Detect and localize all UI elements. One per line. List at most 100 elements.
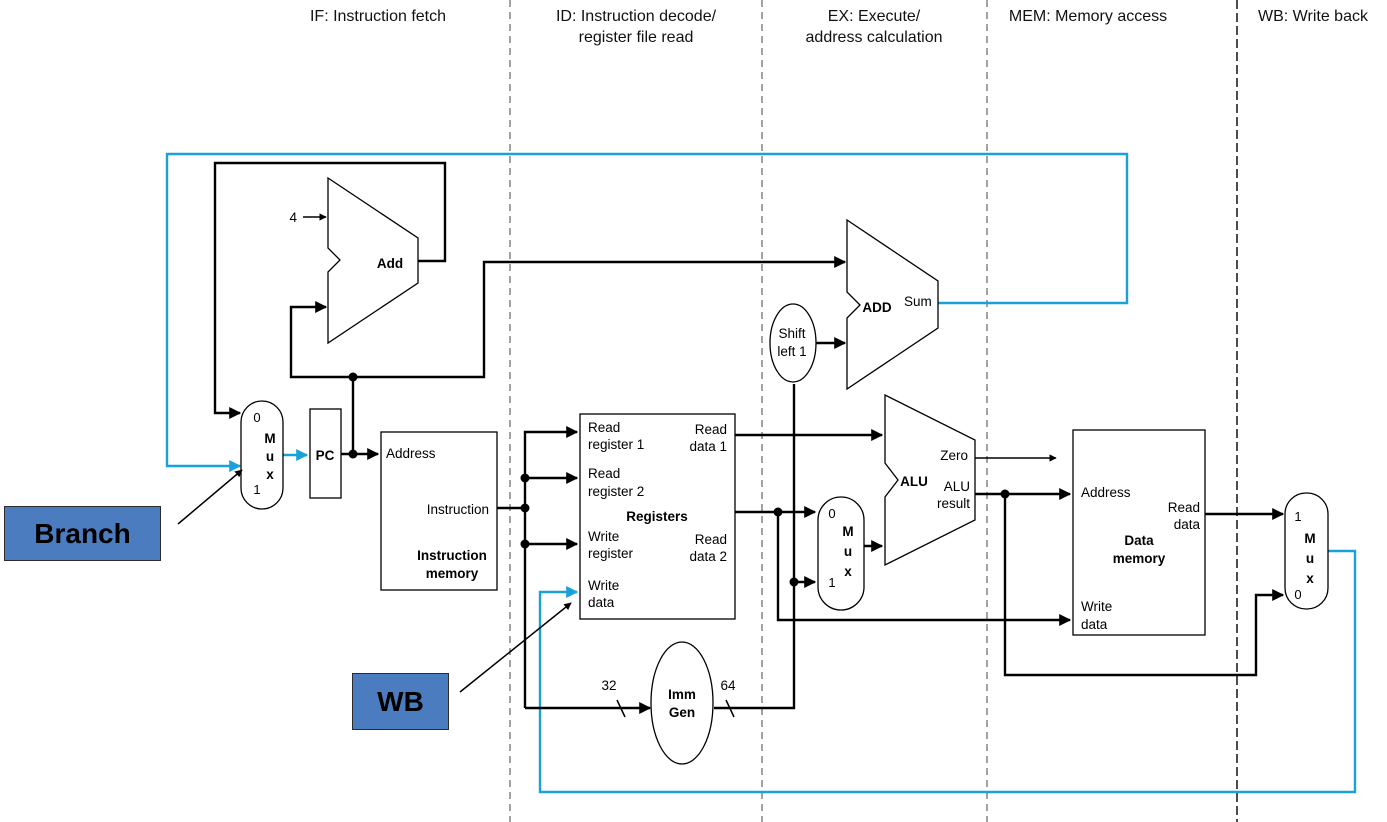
immgen-label-2: Gen: [669, 705, 695, 720]
wb-mux: 1 M u x 0: [1284, 492, 1329, 610]
wb-mux-x: x: [1306, 571, 1314, 586]
read-reg1-label-a: Read: [588, 420, 620, 435]
alu-mux-x: x: [844, 564, 852, 579]
read-data2-label-a: Read: [695, 532, 727, 547]
branch-target-wire: [165, 152, 1129, 472]
dmem-address-label: Address: [1081, 485, 1131, 500]
dmem-title-1: Data: [1124, 533, 1154, 548]
junction-dot: [1000, 489, 1010, 499]
imem-title-1: Instruction: [417, 548, 487, 563]
pc-to-branch-adder-wire: [353, 256, 847, 379]
shift-label-1: Shift: [778, 326, 805, 341]
read-reg2-label-a: Read: [588, 466, 620, 481]
branch-adder: ADD Sum: [846, 218, 939, 391]
read-data1-label-a: Read: [695, 422, 727, 437]
immgen-out-width: 64: [720, 678, 736, 693]
pc-register: PC: [309, 408, 342, 499]
annotation-arrows: [177, 469, 572, 693]
shift-left-1: Shift left 1: [769, 303, 817, 383]
imm-gen: Imm Gen 32 64: [601, 641, 736, 765]
alu-mux-in1: 1: [828, 575, 835, 590]
pc-mux-u: u: [266, 449, 274, 464]
junction-dot: [789, 577, 799, 587]
immgen-in-width: 32: [601, 678, 616, 693]
alu-result-to-wbmux-wire: [1003, 494, 1285, 677]
wb-mux-in1: 1: [1294, 509, 1301, 524]
pc-to-adder-wire: [289, 301, 355, 454]
junction-dot: [348, 372, 358, 382]
junction-dot: [520, 539, 530, 549]
write-reg-label-a: Write: [588, 529, 619, 544]
stage-id-label-1: ID: Instruction decode/: [556, 8, 717, 25]
pc-plus4-wire: [213, 161, 447, 419]
dmem-read-label-1: Read: [1168, 500, 1200, 515]
stage-mem-label: MEM: Memory access: [1009, 8, 1167, 25]
immgen-label-1: Imm: [668, 687, 696, 702]
stage-labels: IF: Instruction fetch ID: Instruction de…: [310, 8, 1369, 46]
instr-bus-wire: [523, 426, 579, 708]
read-reg1-label-b: register 1: [588, 437, 644, 452]
alu-mux-m: M: [842, 524, 853, 539]
data-memory: Address Read data Write data Data memory: [1072, 429, 1206, 636]
junction-dot: [773, 507, 783, 517]
read-reg2-label-b: register 2: [588, 484, 644, 499]
branch-pointer-arrow: [177, 469, 243, 525]
wb-mux-m: M: [1304, 531, 1315, 546]
writeback-wire: [538, 549, 1357, 794]
write-reg-label-b: register: [588, 546, 634, 561]
alu-label: ALU: [900, 474, 928, 489]
dmem-write-label-2: data: [1081, 617, 1108, 632]
write-data-mem-wire: [776, 512, 1072, 626]
alu-result-label-2: result: [937, 496, 970, 511]
pc-mux-m: M: [264, 431, 275, 446]
imem-title-2: memory: [426, 566, 479, 581]
stage-id-label-2: register file read: [579, 29, 694, 46]
stage-if-label: IF: Instruction fetch: [310, 8, 446, 25]
alu: ALU Zero ALU result: [884, 393, 976, 567]
branch-annotation-badge: Branch: [4, 506, 161, 561]
branch-adder-sum: Sum: [904, 294, 932, 309]
dmem-write-label-1: Write: [1081, 599, 1112, 614]
wb-mux-in0: 0: [1294, 587, 1301, 602]
read-data2-label-b: data 2: [689, 549, 727, 564]
alu-mux-in0: 0: [828, 506, 835, 521]
bus-slash-64: [725, 699, 735, 718]
pc-mux-in0: 0: [253, 410, 260, 425]
wires: [165, 152, 1357, 794]
dmem-read-label-2: data: [1174, 517, 1201, 532]
pc-mux: 0 M u x 1: [240, 400, 284, 510]
stage-separators: [509, 0, 1238, 822]
junction-dot: [520, 503, 530, 513]
imem-address-label: Address: [386, 446, 436, 461]
immgen-out-wire: [714, 384, 796, 710]
read-data1-label-b: data 1: [689, 439, 727, 454]
branch-adder-label: ADD: [862, 300, 891, 315]
pc-mux-in1: 1: [253, 482, 260, 497]
pc-mux-x: x: [266, 467, 274, 482]
alu-zero-label: Zero: [940, 448, 968, 463]
alu-mux-u: u: [844, 544, 852, 559]
wb-mux-u: u: [1306, 551, 1314, 566]
write-data-label-a: Write: [588, 578, 619, 593]
write-data-label-b: data: [588, 595, 615, 610]
dmem-title-2: memory: [1113, 551, 1166, 566]
instruction-memory: Address Instruction Instruction memory: [380, 431, 498, 591]
stage-wb-label: WB: Write back: [1258, 8, 1369, 25]
imem-instruction-label: Instruction: [427, 502, 489, 517]
pc-adder-label: Add: [377, 256, 403, 271]
pc-label: PC: [316, 448, 335, 463]
registers-title: Registers: [626, 509, 688, 524]
register-file: Read register 1 Read register 2 Write re…: [579, 413, 736, 620]
shift-label-2: left 1: [777, 344, 806, 359]
stage-ex-label-1: EX: Execute/: [828, 8, 921, 25]
junction-dot: [348, 449, 358, 459]
bus-slash-32: [616, 699, 626, 718]
const-4-label: 4: [289, 210, 297, 225]
junction-dot: [520, 473, 530, 483]
pc-adder: Add 4: [289, 176, 419, 345]
stage-ex-label-2: address calculation: [806, 29, 943, 46]
alu-result-label-1: ALU: [944, 479, 970, 494]
wb-annotation-badge: WB: [352, 673, 449, 730]
alu-mux: 0 M u x 1: [817, 496, 865, 611]
